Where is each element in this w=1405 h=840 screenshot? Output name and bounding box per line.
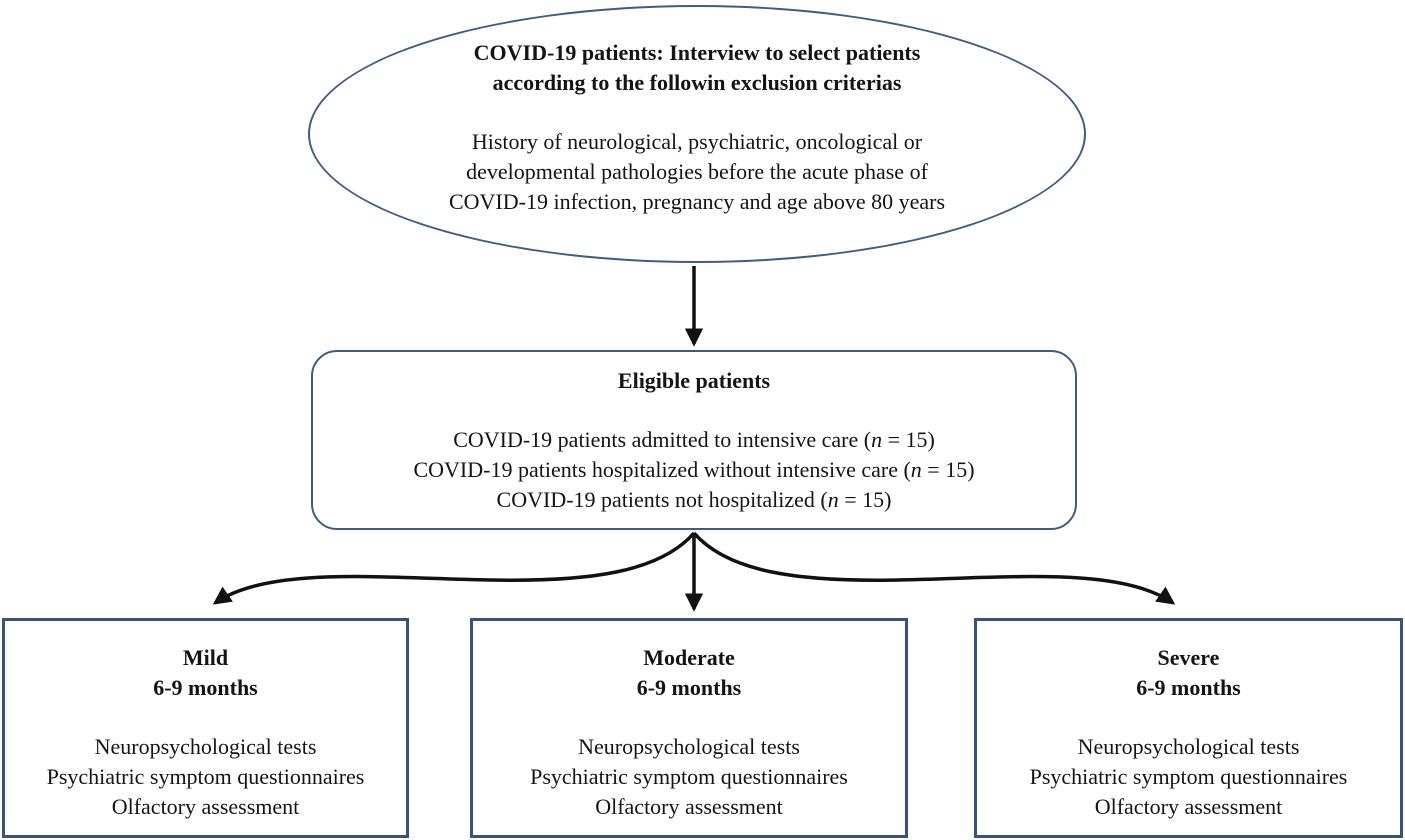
branch-severity: Mild <box>182 645 229 670</box>
branch-assessment: Olfactory assessment <box>1094 794 1283 819</box>
branch-node-moderate: Moderate 6-9 months Neuropsychological t… <box>470 618 908 838</box>
spacer <box>473 703 905 732</box>
row-n-variable: n <box>871 427 883 452</box>
ellipse-title-line: according to the followin exclusion crit… <box>492 70 902 95</box>
arrow-eligible-to-severe <box>692 531 1176 605</box>
row-text-post: = 15) <box>882 427 935 452</box>
exclusion-criteria-node: COVID-19 patients: Interview to select p… <box>308 5 1086 263</box>
row-text-pre: COVID-19 patients not hospitalized ( <box>496 487 828 512</box>
branch-node-severe: Severe 6-9 months Neuropsychological tes… <box>974 618 1403 838</box>
eligible-row: COVID-19 patients admitted to intensive … <box>313 425 1075 455</box>
branch-timeframe: 6-9 months <box>636 675 742 700</box>
branch-assessment: Psychiatric symptom questionnaires <box>530 764 848 789</box>
row-text-post: = 15) <box>838 487 892 512</box>
branch-node-mild: Mild 6-9 months Neuropsychological tests… <box>2 618 409 838</box>
row-n-variable: n <box>827 487 839 512</box>
eligible-title: Eligible patients <box>617 368 771 393</box>
branch-assessment: Neuropsychological tests <box>578 734 800 759</box>
branch-severity: Moderate <box>643 645 735 670</box>
eligible-row: COVID-19 patients hospitalized without i… <box>313 455 1075 485</box>
branch-assessment: Olfactory assessment <box>595 794 783 819</box>
row-n-variable: n <box>910 457 922 482</box>
branch-severity: Severe <box>1157 645 1220 670</box>
ellipse-title-line: COVID-19 patients: Interview to select p… <box>473 40 921 65</box>
spacer <box>313 396 1075 425</box>
spacer <box>5 703 406 732</box>
branch-timeframe: 6-9 months <box>153 675 258 700</box>
branch-assessment: Neuropsychological tests <box>94 734 317 759</box>
eligible-patients-node: Eligible patients COVID-19 patients admi… <box>311 350 1077 530</box>
eligible-row: COVID-19 patients not hospitalized (n = … <box>313 485 1075 515</box>
arrow-eligible-to-mild <box>212 531 696 605</box>
ellipse-body-line: History of neurological, psychiatric, on… <box>471 129 923 154</box>
spacer <box>977 703 1400 732</box>
branch-timeframe: 6-9 months <box>1136 675 1241 700</box>
branch-assessment: Psychiatric symptom questionnaires <box>1029 764 1348 789</box>
branch-assessment: Olfactory assessment <box>111 794 300 819</box>
ellipse-body-line: developmental pathologies before the acu… <box>466 159 928 184</box>
ellipse-body-line: COVID-19 infection, pregnancy and age ab… <box>448 189 946 214</box>
row-text-pre: COVID-19 patients hospitalized without i… <box>413 457 911 482</box>
row-text-post: = 15) <box>921 457 975 482</box>
branch-assessment: Neuropsychological tests <box>1077 734 1300 759</box>
branch-assessment: Psychiatric symptom questionnaires <box>46 764 365 789</box>
row-text-pre: COVID-19 patients admitted to intensive … <box>453 427 872 452</box>
